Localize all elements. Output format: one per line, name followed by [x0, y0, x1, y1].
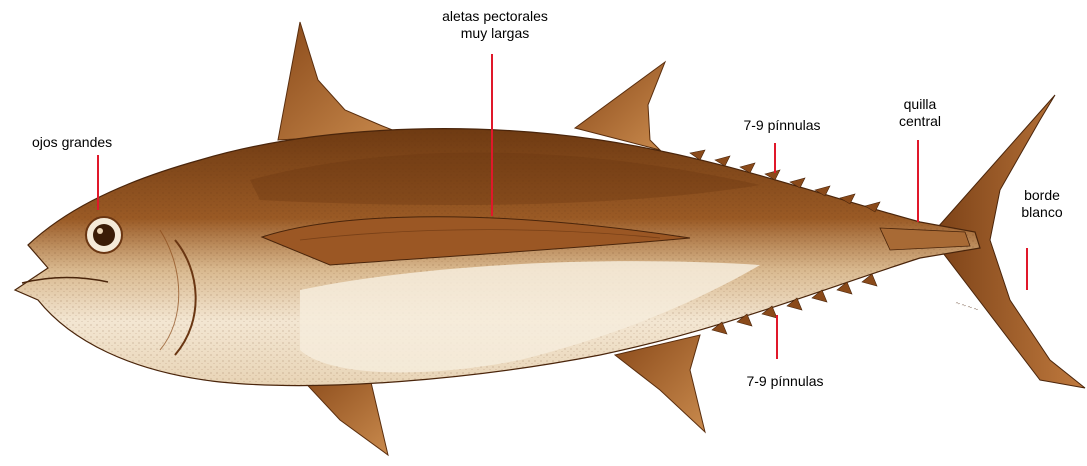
label-pectoral: aletas pectorales muy largas: [420, 8, 570, 42]
leader-keel: [917, 140, 919, 222]
leader-tail-edge: [1026, 248, 1028, 290]
label-keel: quilla central: [885, 96, 955, 130]
leader-pectoral: [491, 54, 493, 216]
label-ventral-finlets: 7-9 pínnulas: [735, 373, 835, 390]
lateral-keel: [880, 228, 970, 250]
label-dorsal-finlets: 7-9 pínnulas: [732, 117, 832, 134]
leader-dorsal-finlets: [774, 143, 776, 173]
second-dorsal-fin: [575, 62, 665, 150]
label-tail-edge: borde blanco: [1012, 187, 1072, 221]
pelvic-fin: [298, 375, 388, 455]
first-dorsal-fin: [278, 22, 400, 140]
leader-ventral-finlets: [776, 315, 778, 359]
label-eyes: ojos grandes: [32, 134, 112, 151]
leader-eyes: [97, 155, 99, 210]
artist-signature: ~ ~ ~ ~: [954, 298, 980, 314]
anal-fin: [615, 335, 705, 432]
svg-text:~ ~ ~ ~: ~ ~ ~ ~: [954, 298, 980, 314]
